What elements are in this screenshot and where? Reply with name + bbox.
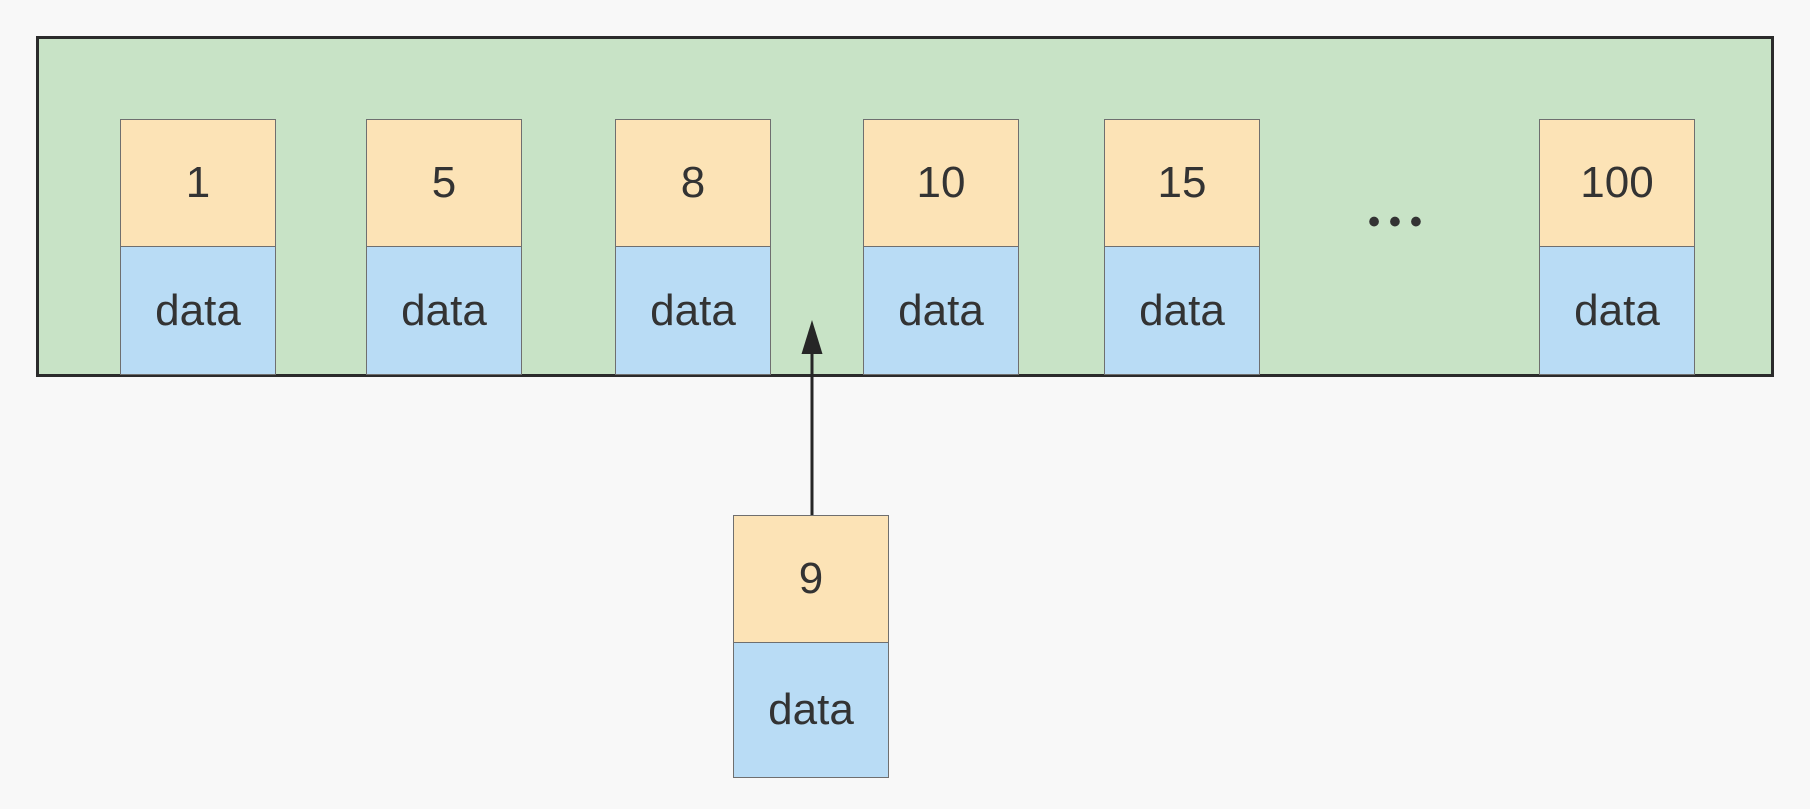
cell-data: data <box>863 247 1019 375</box>
cell-data: data <box>366 247 522 375</box>
array-cell: 100 data <box>1539 119 1695 375</box>
array-cell: 10 data <box>863 119 1019 375</box>
sorted-array-container: 1 data 5 data 8 data 10 data 15 data 100… <box>36 36 1774 377</box>
cell-data: data <box>733 643 889 778</box>
cell-key: 100 <box>1539 119 1695 247</box>
cell-data: data <box>1104 247 1260 375</box>
array-cell: 8 data <box>615 119 771 375</box>
array-cell: 1 data <box>120 119 276 375</box>
cell-data: data <box>120 247 276 375</box>
cell-key: 10 <box>863 119 1019 247</box>
cell-data: data <box>1539 247 1695 375</box>
cell-key: 15 <box>1104 119 1260 247</box>
cell-data: data <box>615 247 771 375</box>
insert-position-arrow-icon <box>801 320 823 516</box>
array-cell: 5 data <box>366 119 522 375</box>
cell-key: 5 <box>366 119 522 247</box>
inserted-node: 9 data <box>733 515 889 778</box>
array-cell: 15 data <box>1104 119 1260 375</box>
cell-key: 8 <box>615 119 771 247</box>
ellipsis: ••• <box>1368 203 1431 241</box>
cell-key: 9 <box>733 515 889 643</box>
cell-key: 1 <box>120 119 276 247</box>
